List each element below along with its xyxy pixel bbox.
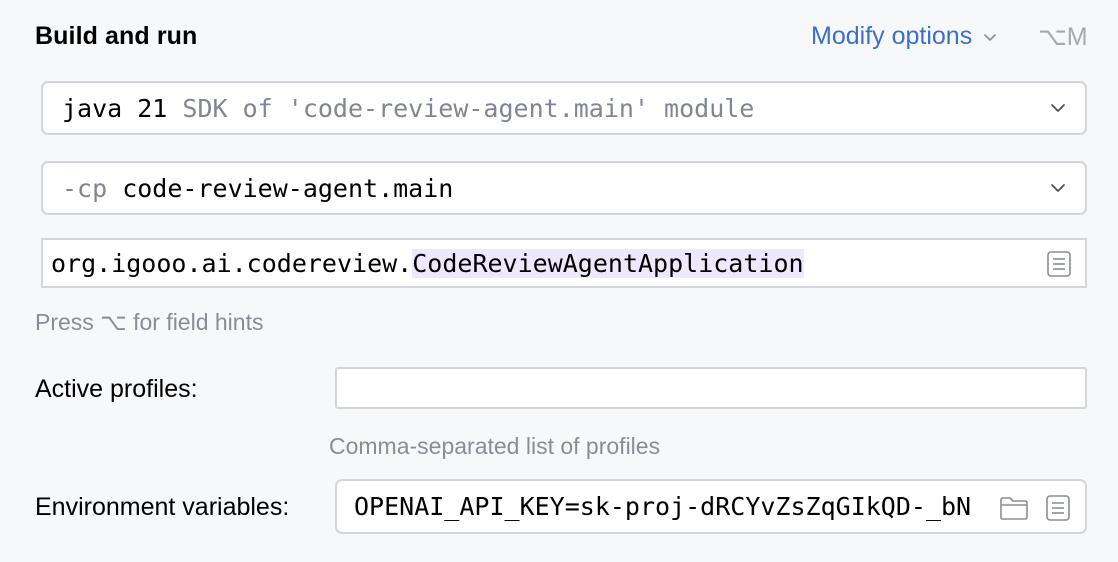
main-class-field[interactable]: org.igooo.ai.codereview.CodeReviewAgentA… [41, 238, 1087, 288]
folder-icon[interactable] [999, 495, 1029, 521]
main-class-name: CodeReviewAgentApplication [412, 248, 804, 278]
active-profiles-input[interactable] [335, 367, 1087, 409]
chevron-down-icon[interactable] [1049, 99, 1067, 117]
jre-detail: SDK of 'code-review-agent.main' module [167, 93, 755, 123]
jre-version: java 21 [62, 93, 168, 123]
modify-options-link[interactable]: Modify options [811, 22, 998, 51]
environment-variables-value: OPENAI_API_KEY=sk-proj-dRCYvZsZqGIkQD-_b… [354, 492, 972, 521]
main-class-package: org.igooo.ai.codereview. [51, 248, 413, 278]
modify-options-label: Modify options [811, 22, 973, 50]
classpath-prefix: -cp [62, 173, 108, 203]
section-title: Build and run [35, 22, 198, 50]
field-hint-text: Press ⌥ for field hints [35, 309, 264, 335]
document-icon[interactable] [1046, 250, 1072, 278]
jre-combobox[interactable]: java 21 SDK of 'code-review-agent.main' … [41, 81, 1087, 135]
environment-variables-field[interactable]: OPENAI_API_KEY=sk-proj-dRCYvZsZqGIkQD-_b… [335, 479, 1087, 534]
active-profiles-label: Active profiles: [35, 375, 198, 403]
environment-variables-label: Environment variables: [35, 493, 290, 521]
modify-options-shortcut: ⌥M [1038, 23, 1088, 51]
chevron-down-icon[interactable] [1049, 179, 1067, 197]
chevron-down-icon [984, 33, 997, 41]
document-icon[interactable] [1045, 494, 1071, 522]
classpath-combobox[interactable]: -cp code-review-agent.main [41, 161, 1087, 215]
classpath-module: code-review-agent.main [107, 173, 454, 203]
active-profiles-hint: Comma-separated list of profiles [329, 433, 661, 459]
